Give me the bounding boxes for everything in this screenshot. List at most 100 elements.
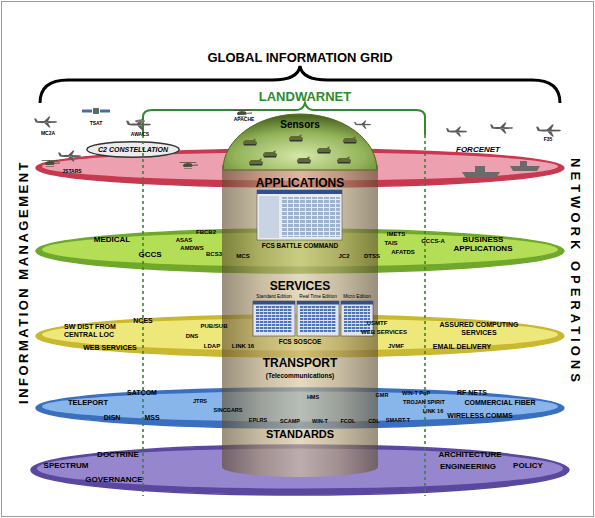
window-frame: [253, 301, 295, 336]
side-heading: NETWORK OPERATIONS: [568, 158, 582, 386]
helicopter-icon: [234, 110, 252, 117]
system-label: IMETS: [387, 231, 405, 238]
satellite-icon: [82, 108, 110, 114]
system-label: DTSS: [364, 253, 380, 260]
window-frame: [297, 301, 339, 336]
service-label: USMTF: [367, 320, 388, 327]
screen-caption: FCS BATTLE COMMAND: [262, 242, 338, 249]
oval-outline: [87, 142, 179, 157]
transport-label: WIRELESS COMMS: [447, 412, 512, 420]
transport-label: HMS: [307, 394, 319, 400]
aircraft-icon: [536, 125, 561, 137]
aircraft-icon: [126, 119, 151, 131]
standards-label: ARCHITECTURE: [438, 451, 501, 460]
aircraft-icon: [490, 123, 513, 134]
ellipse-face: [37, 449, 563, 489]
standards-label: SPECTRUM: [44, 462, 89, 471]
ellipse-rim: [36, 315, 564, 357]
system-label: GCCS: [138, 251, 161, 260]
transport-label: SCAMP: [280, 418, 300, 424]
service-label: ASSURED COMPUTING SERVICES: [429, 321, 529, 336]
platform-label: TSAT: [90, 121, 103, 127]
transport-label: GMR: [376, 392, 389, 398]
layer-heading: (Telecommunications): [266, 372, 335, 379]
service-label: EMAIL DELIVERY: [433, 343, 491, 351]
aircraft-icon: [446, 126, 467, 136]
service-label: LDAP: [204, 343, 220, 350]
system-label: MEDICAL: [94, 236, 130, 245]
service-label: SW DIST FROM CENTRAL LOC: [64, 323, 144, 338]
standards-label: POLICY: [513, 462, 543, 471]
window-titlebar: [257, 190, 342, 194]
diagram-title: GLOBAL INFORMATION GRID: [207, 51, 392, 65]
transport-label: WIN-T PoP: [402, 390, 430, 396]
oval-label: C2 CONSTELLATION: [98, 146, 168, 154]
service-label: NCES: [133, 317, 152, 325]
layer-heading: SERVICES: [270, 280, 330, 293]
layer-heading: TRANSPORT: [263, 357, 338, 370]
system-label: BUSINESS APPLICATIONS: [447, 236, 519, 254]
platform-label: MC2A: [41, 131, 55, 137]
service-label: PUB/SUB: [200, 323, 227, 330]
edition-label: Real Time Edition: [299, 294, 337, 299]
ellipse-rim: [36, 229, 564, 273]
transport-label: RF NETS: [457, 389, 487, 397]
platform-label: JSTARS: [62, 169, 81, 175]
applications-window: [257, 190, 342, 240]
satellite-panel: [100, 110, 110, 113]
window-grid: [300, 306, 336, 333]
layer-label: FORCENET: [456, 146, 500, 155]
transport-label: TELEPORT: [68, 399, 108, 407]
aircraft-icon: [34, 117, 57, 128]
ellipse-face: [42, 233, 558, 267]
system-label: MCS: [236, 253, 249, 260]
system-label: BCS3: [206, 251, 222, 258]
standards-label: GOVERNANCE: [85, 476, 142, 485]
window-grid: [281, 197, 340, 237]
transport-label: SATCOM: [127, 389, 157, 397]
ellipse-rim: [31, 445, 569, 495]
system-label: AFATDS: [391, 249, 415, 256]
transport-label: WIN-T: [312, 418, 328, 424]
service-label: WEB SERVICES: [361, 329, 407, 336]
standards-label: DOCTRINE: [97, 451, 139, 460]
window-pane: [259, 196, 279, 238]
satellite-body: [93, 108, 99, 114]
system-label: TAIS: [384, 240, 397, 247]
window-frame: [257, 190, 342, 240]
transport-label: LINK 16: [423, 408, 443, 414]
landwarnet-boundary: [142, 135, 144, 496]
transport-label: JTRS: [193, 398, 207, 404]
platform-label: F35: [544, 137, 553, 143]
transport-label: FCOL: [341, 418, 356, 424]
c2-constellation-oval: C2 CONSTELLATION: [86, 141, 180, 158]
window-grid: [256, 306, 292, 333]
satellite-panel: [82, 110, 92, 113]
edition-label: Standard Edition: [256, 294, 291, 299]
aircraft-icon: [354, 120, 371, 128]
transport-label: TROJAN SPIRIT: [403, 399, 445, 405]
edition-label: Micro Edition: [343, 294, 371, 299]
window-titlebar: [253, 301, 295, 305]
landwarnet-heading: LANDWARNET: [259, 90, 351, 104]
landwarnet-boundary: [424, 135, 426, 496]
side-heading: INFORMATION MANAGEMENT: [17, 160, 31, 404]
radar-dish: [135, 119, 145, 122]
service-label: LINK 16: [232, 343, 254, 350]
cylinder-body: [222, 165, 378, 477]
window-titlebar: [341, 301, 373, 305]
layer-heading: APPLICATIONS: [256, 177, 344, 190]
service-label: WEB SERVICES: [83, 344, 137, 352]
platform-label: APACHE: [234, 117, 255, 123]
dome-label: Sensors: [280, 119, 319, 130]
transport-label: EPLRS: [249, 417, 267, 423]
layer-heading: STANDARDS: [266, 428, 334, 440]
window-titlebar: [297, 301, 339, 305]
screen-caption: FCS SOSCOE: [279, 338, 322, 345]
transport-label: DISN: [104, 414, 121, 422]
ellipse-rim: [36, 388, 564, 428]
services-windows: [253, 301, 373, 336]
standards-label: ENGINEERING: [440, 463, 496, 472]
